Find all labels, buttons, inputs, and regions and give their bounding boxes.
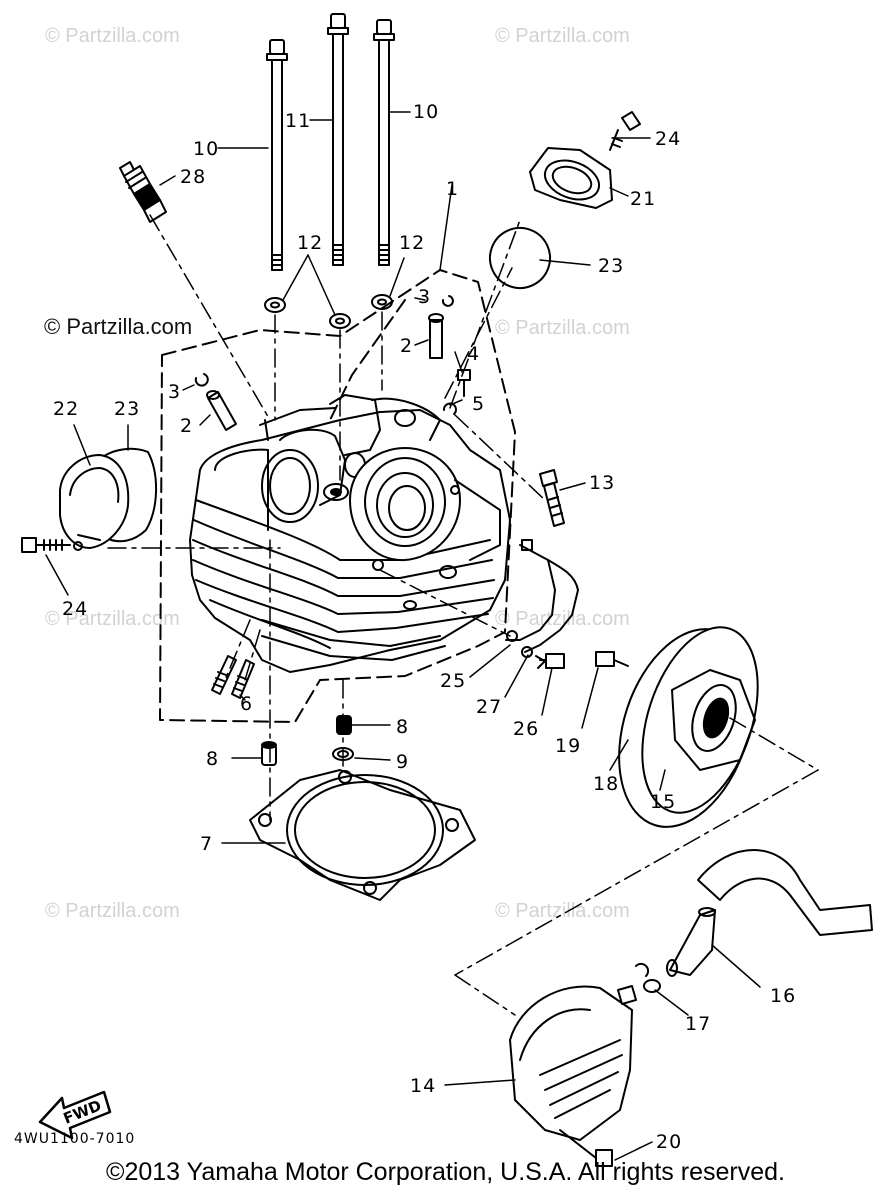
spark-plug (119, 161, 167, 223)
watermark: © Partzilla.com (45, 900, 180, 922)
callout-28: 28 (180, 166, 206, 188)
copyright-notice: ©2013 Yamaha Motor Corporation, U.S.A. A… (106, 1158, 785, 1186)
callout-8: 8 (206, 748, 219, 770)
dowel-pins (261, 715, 354, 766)
top-cover (489, 111, 641, 289)
callout-25: 25 (440, 670, 466, 692)
callout-2: 2 (400, 335, 413, 357)
cylinder-head (189, 394, 511, 673)
watermark: © Partzilla.com (495, 25, 630, 47)
watermark: © Partzilla.com (45, 608, 180, 630)
bottom-cover (509, 962, 661, 1167)
valve-guides (194, 295, 454, 431)
head-gasket (249, 769, 476, 901)
callout-labels: 10 11 10 28 12 12 1 3 2 3 2 4 5 13 24 21… (53, 101, 796, 1153)
callout-24: 24 (655, 128, 681, 150)
callout-8: 8 (396, 716, 409, 738)
callout-3: 3 (168, 381, 181, 403)
callout-10: 10 (193, 138, 219, 160)
callout-13: 13 (589, 472, 615, 494)
callout-4: 4 (467, 343, 480, 365)
alignment-lines (107, 214, 819, 1016)
callout-11: 11 (285, 110, 311, 132)
watermark: © Partzilla.com (45, 25, 180, 47)
callout-2: 2 (180, 415, 193, 437)
callout-5: 5 (472, 393, 485, 415)
bolt-13 (539, 469, 565, 527)
callout-23: 23 (114, 398, 140, 420)
diagram-code: 4WU1100-7010 (14, 1131, 136, 1147)
callout-21: 21 (630, 188, 656, 210)
leader-lines (45, 111, 761, 1161)
side-gasket (505, 539, 579, 658)
callout-19: 19 (555, 735, 581, 757)
callout-1: 1 (446, 178, 459, 200)
watermark: © Partzilla.com (44, 314, 192, 339)
callout-6: 6 (240, 693, 253, 715)
fwd-arrow (38, 1090, 112, 1140)
callout-26: 26 (513, 718, 539, 740)
breather-hoses (666, 849, 873, 977)
callout-27: 27 (476, 696, 502, 718)
callout-14: 14 (410, 1075, 436, 1097)
callout-10: 10 (413, 101, 439, 123)
callout-18: 18 (593, 773, 619, 795)
callout-3: 3 (418, 286, 431, 308)
callout-17: 17 (685, 1013, 711, 1035)
bolts-26-19 (535, 651, 629, 669)
callout-23: 23 (598, 255, 624, 277)
callout-15: 15 (650, 791, 676, 813)
callout-7: 7 (200, 833, 213, 855)
callout-22: 22 (53, 398, 79, 420)
callout-12: 12 (297, 232, 323, 254)
watermarks: © Partzilla.com © Partzilla.com © Partzi… (44, 25, 630, 922)
side-cover (618, 626, 759, 828)
callout-16: 16 (770, 985, 796, 1007)
watermark: © Partzilla.com (495, 317, 630, 339)
callout-12: 12 (399, 232, 425, 254)
watermark: © Partzilla.com (495, 608, 630, 630)
callout-9: 9 (396, 751, 409, 773)
callout-24: 24 (62, 598, 88, 620)
callout-20: 20 (656, 1131, 682, 1153)
head-bolts (266, 13, 395, 271)
watermark: © Partzilla.com (495, 900, 630, 922)
